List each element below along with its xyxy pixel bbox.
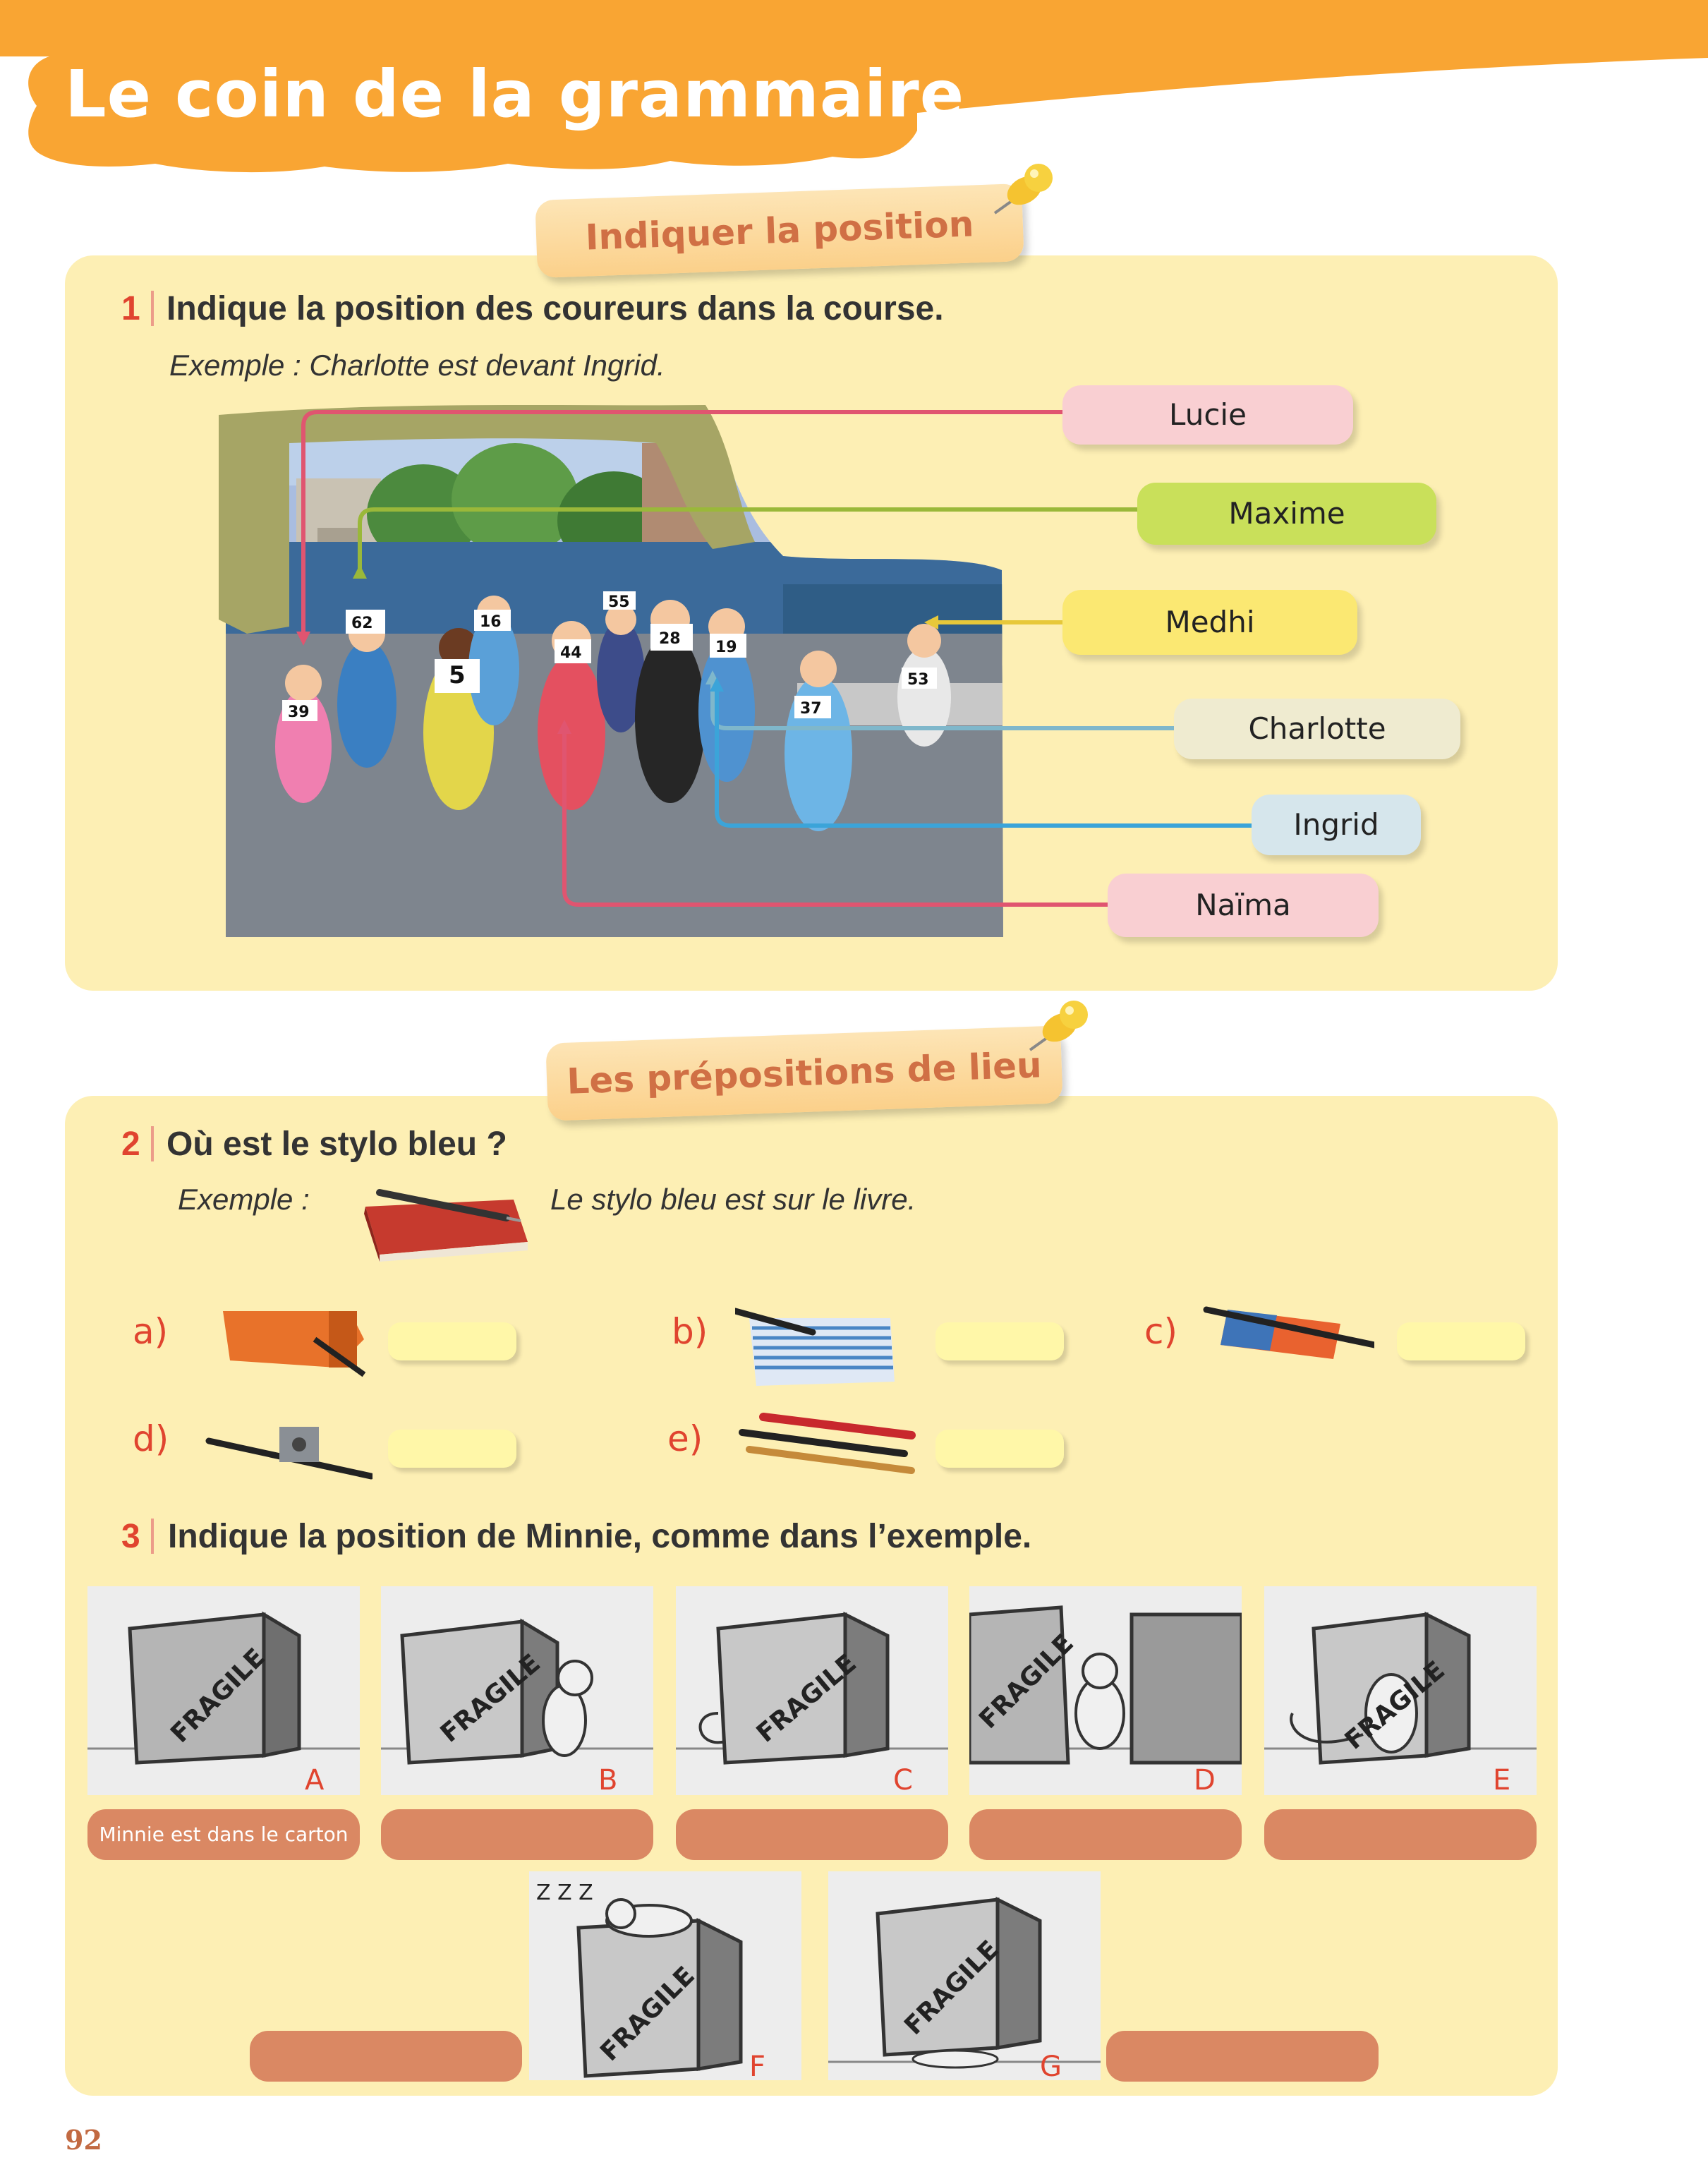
bib-55: 55 — [608, 593, 630, 611]
minnie-picture-f: Z Z Z FRAGILE F — [529, 1871, 801, 2083]
exercise-3-divider — [151, 1519, 154, 1554]
item-d-label: d) — [133, 1418, 169, 1459]
pens-image — [739, 1413, 916, 1474]
exercise-2-example-label: Exemple : — [178, 1183, 310, 1216]
bib-39: 39 — [288, 704, 310, 721]
bib-53: 53 — [907, 671, 929, 689]
answer-field-a-example: Minnie est dans le carton — [87, 1809, 360, 1860]
answer-field-e[interactable] — [1264, 1809, 1537, 1860]
answer-field-f[interactable] — [250, 2031, 522, 2082]
answer-field-c[interactable] — [1397, 1322, 1525, 1360]
exercise-2-divider — [151, 1126, 154, 1161]
notebook-image — [735, 1308, 895, 1386]
answer-field-c[interactable] — [676, 1809, 948, 1860]
header-band — [0, 0, 1708, 173]
runner-label-maxime: Maxime — [1137, 483, 1436, 545]
exercise-2-example-answer: Le stylo bleu est sur le livre. — [550, 1183, 916, 1216]
answer-field-b[interactable] — [935, 1322, 1064, 1360]
runner-label-naima: Naïma — [1108, 874, 1379, 937]
sleeping-z-text: Z Z Z — [536, 1881, 593, 1905]
runner-connector-lines — [296, 410, 1254, 907]
picture-letter-b: B — [598, 1764, 617, 1795]
item-c-label: c) — [1144, 1311, 1177, 1352]
minnie-picture-b: FRAGILE B — [381, 1586, 653, 1797]
minnie-picture-a: FRAGILE A — [87, 1586, 360, 1797]
bib-5: 5 — [449, 661, 466, 689]
eraser-image — [1203, 1306, 1374, 1359]
runner-label-charlotte: Charlotte — [1174, 699, 1460, 759]
minnie-picture-g: FRAGILE G — [828, 1871, 1101, 2083]
exercise-1-number: 1 — [121, 290, 140, 327]
answer-field-e[interactable] — [935, 1430, 1064, 1468]
bib-28: 28 — [659, 630, 681, 648]
exercise-1-example: Exemple : Charlotte est devant Ingrid. — [169, 349, 665, 382]
item-b-label: b) — [672, 1311, 708, 1352]
book-with-pen-image — [364, 1189, 528, 1262]
minnie-picture-d: FRAGILE D — [967, 1586, 1244, 1797]
runner-label-lucie: Lucie — [1062, 385, 1353, 445]
answer-field-b[interactable] — [381, 1809, 653, 1860]
picture-letter-g: G — [1040, 2051, 1062, 2080]
item-a-label: a) — [133, 1311, 169, 1352]
bib-37: 37 — [800, 700, 822, 718]
runner-label-medhi: Medhi — [1062, 590, 1357, 655]
picture-letter-d: D — [1194, 1764, 1216, 1795]
answer-field-a[interactable] — [388, 1322, 516, 1360]
minnie-picture-e: FRAGILE E — [1264, 1586, 1537, 1797]
item-e-label: e) — [667, 1418, 703, 1459]
exercise-1-instruction: Indique la position des coureurs dans la… — [166, 290, 944, 327]
bib-62: 62 — [351, 615, 373, 632]
picture-letter-c: C — [893, 1764, 913, 1795]
picture-letter-f: F — [749, 2051, 765, 2080]
exercise-3-number: 3 — [121, 1518, 140, 1555]
bib-16: 16 — [480, 613, 502, 631]
page-title: Le coin de la grammaire — [65, 56, 965, 132]
sharpener-image — [205, 1427, 373, 1480]
answer-field-d[interactable] — [388, 1430, 516, 1468]
answer-field-g[interactable] — [1106, 2031, 1379, 2082]
picture-letter-a: A — [305, 1764, 325, 1795]
bib-19: 19 — [715, 639, 737, 656]
exercise-1-divider — [151, 291, 154, 326]
page-number: 92 — [65, 2124, 102, 2156]
pushpin-icon — [993, 164, 1053, 215]
exercise-3-instruction: Indique la position de Minnie, comme dan… — [168, 1518, 1032, 1555]
runner-label-ingrid: Ingrid — [1252, 795, 1421, 855]
picture-letter-e: E — [1493, 1764, 1510, 1795]
answer-field-d[interactable] — [969, 1809, 1242, 1860]
pencil-case-image — [223, 1311, 366, 1377]
exercise-2-instruction: Où est le stylo bleu ? — [166, 1125, 507, 1163]
exercise-2-number: 2 — [121, 1125, 140, 1163]
pushpin-icon — [1029, 1001, 1088, 1051]
minnie-picture-c: FRAGILE C — [676, 1586, 948, 1797]
bib-44: 44 — [560, 644, 582, 662]
race-illustration: 62 16 55 28 19 5 44 39 37 53 — [219, 405, 1003, 938]
